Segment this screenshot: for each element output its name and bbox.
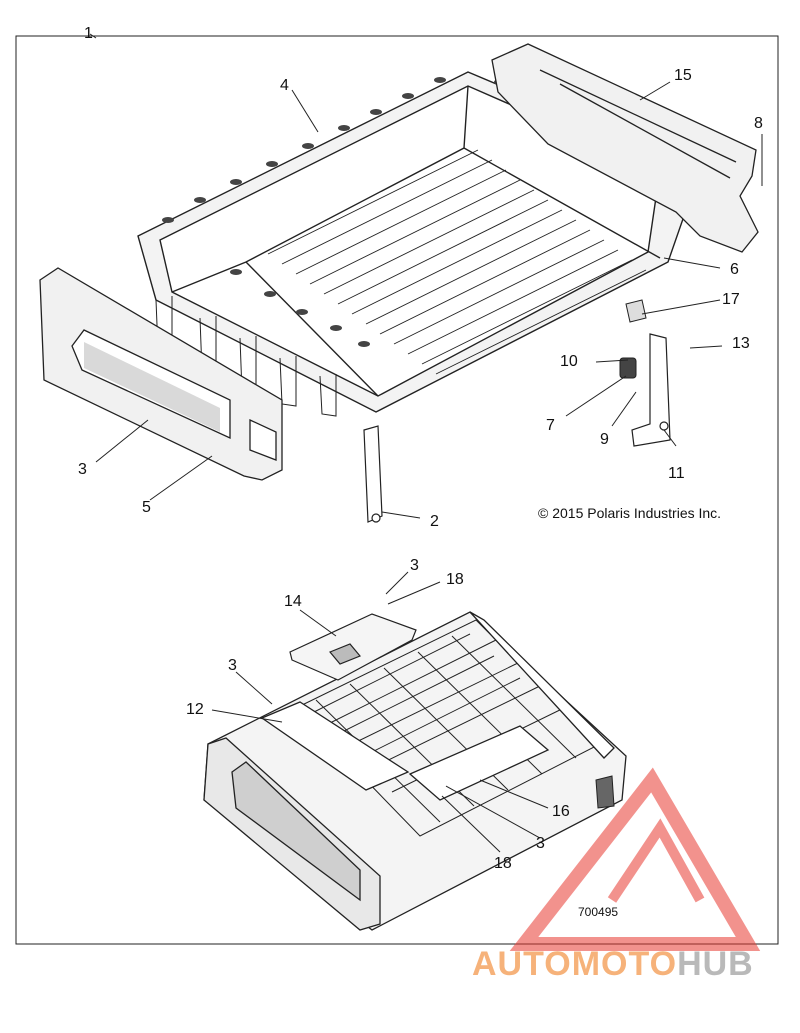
callout-11: 11 bbox=[668, 465, 685, 482]
callout-8: 8 bbox=[754, 115, 763, 132]
callout-16: 16 bbox=[552, 803, 570, 820]
callout-5: 5 bbox=[142, 499, 151, 516]
callout-9: 9 bbox=[600, 431, 609, 448]
callout-6: 6 bbox=[730, 261, 739, 278]
callout-18-upper: 18 bbox=[446, 571, 464, 588]
callout-17: 17 bbox=[722, 291, 740, 308]
assembled-box-drawing bbox=[203, 611, 627, 931]
watermark-logo bbox=[509, 767, 761, 951]
callout-13: 13 bbox=[732, 335, 750, 352]
hinge-bracket-right bbox=[631, 333, 671, 447]
callout-3-left-bolt: 3 bbox=[228, 657, 237, 674]
callout-3-upper-bolt: 3 bbox=[410, 557, 419, 574]
leader-lines bbox=[89, 33, 763, 519]
copyright-notice: © 2015 Polaris Industries Inc. bbox=[538, 505, 722, 521]
callout-14: 14 bbox=[284, 593, 302, 610]
side-panel-drawing bbox=[491, 43, 759, 253]
callout-4: 4 bbox=[280, 77, 289, 94]
watermark-text-part1: AUTOMOTO bbox=[472, 945, 678, 983]
watermark-text-part2: HUB bbox=[677, 945, 754, 983]
bottom-latch-drawing bbox=[595, 775, 615, 809]
callout-7: 7 bbox=[546, 417, 555, 434]
watermark-text: AUTOMOTOHUB bbox=[472, 945, 754, 984]
tailgate-drawing bbox=[39, 267, 283, 481]
callout-15: 15 bbox=[674, 67, 692, 84]
hinge-bracket-left bbox=[363, 425, 383, 523]
callout-12: 12 bbox=[186, 701, 204, 718]
panel-14-drawing bbox=[289, 613, 417, 681]
callout-3-top: 3 bbox=[78, 461, 87, 478]
callout-2: 2 bbox=[430, 513, 439, 530]
cargo-box-drawing bbox=[137, 71, 701, 417]
callout-18-lower: 18 bbox=[494, 855, 512, 872]
drawing-number: 700495 bbox=[578, 905, 619, 919]
latch-striker bbox=[619, 299, 647, 379]
callout-1: 1 bbox=[84, 25, 93, 42]
callout-10: 10 bbox=[560, 353, 578, 370]
diagram-frame bbox=[15, 35, 779, 945]
callout-3-lower-bolt: 3 bbox=[536, 835, 545, 852]
